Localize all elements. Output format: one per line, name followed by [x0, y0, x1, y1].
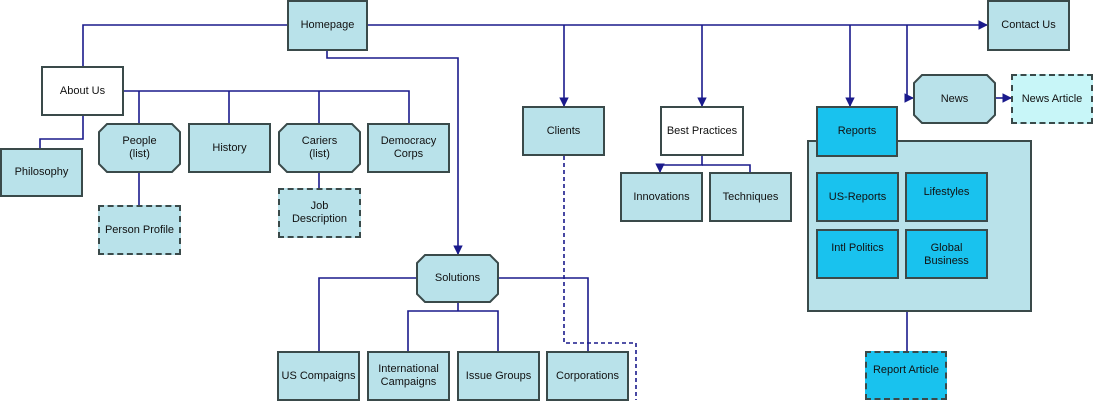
link-clients-dashed	[563, 156, 637, 400]
node-people: People (list)	[98, 123, 181, 173]
link-solutions-corp	[498, 277, 589, 351]
reports-container	[807, 140, 1032, 312]
octagon-shape	[98, 123, 181, 173]
node-people-label: People (list)	[122, 135, 157, 160]
node-clients: Clients	[522, 106, 605, 156]
node-solutions-label: Solutions	[434, 272, 481, 284]
node-news-article: News Article	[1011, 74, 1093, 124]
node-reports-label: Reports	[837, 125, 877, 137]
node-corporations-label: Corporations	[556, 369, 619, 382]
node-report-article-label: Report Article	[872, 364, 940, 376]
link-homepage-about	[82, 24, 287, 66]
node-intl-politics-label: Intl Politics	[831, 242, 884, 254]
node-cariers: Cariers (list)	[278, 123, 361, 173]
node-innovations: Innovations	[620, 172, 703, 222]
node-cariers-label: Cariers (list)	[301, 135, 338, 160]
node-homepage-label: Homepage	[300, 19, 355, 31]
node-person-profile: Person Profile	[98, 205, 181, 255]
node-issue-groups: Issue Groups	[457, 351, 540, 401]
node-democracy-corps-label: Democracy Corps	[380, 135, 437, 160]
node-corporations: Corporations	[546, 351, 629, 401]
node-lifestyles: Lifestyles	[905, 172, 988, 222]
node-us-compaigns: US Compaigns	[277, 351, 360, 401]
node-issue-groups-label: Issue Groups	[465, 369, 532, 382]
link-homepage-solutions	[326, 50, 463, 255]
octagon-shape	[416, 254, 499, 303]
node-homepage: Homepage	[287, 0, 368, 51]
node-clients-label: Clients	[546, 124, 581, 137]
node-techniques-label: Techniques	[722, 190, 779, 203]
node-best-practices-label: Best Practices	[666, 124, 738, 137]
link-homepage-news	[904, 25, 914, 103]
node-philosophy: Philosophy	[0, 148, 83, 197]
node-democracy-corps: Democracy Corps	[367, 123, 450, 173]
node-reports: Reports	[816, 106, 898, 157]
link-solutions-mid	[407, 310, 499, 351]
node-report-article: Report Article	[865, 351, 947, 400]
node-job-description: Job Description	[278, 188, 361, 238]
node-us-reports: US-Reports	[816, 172, 899, 222]
node-philosophy-label: Philosophy	[14, 166, 69, 178]
link-bp-techniques	[702, 164, 751, 172]
node-about-us: About Us	[41, 66, 124, 116]
node-about-us-label: About Us	[59, 84, 106, 97]
link-bp-innovations	[655, 156, 703, 173]
node-person-profile-label: Person Profile	[104, 223, 175, 236]
node-us-compaigns-label: US Compaigns	[281, 369, 356, 382]
link-solutions-us	[318, 277, 417, 351]
node-contact-us: Contact Us	[987, 0, 1070, 51]
node-international-campaigns-label: International Campaigns	[378, 363, 439, 388]
link-about-philosophy	[39, 116, 84, 148]
node-news-label: News	[940, 92, 969, 105]
node-techniques: Techniques	[709, 172, 792, 222]
octagon-shape	[278, 123, 361, 173]
node-job-description-label: Job Description	[291, 200, 348, 225]
node-international-campaigns: International Campaigns	[367, 351, 450, 401]
node-innovations-label: Innovations	[633, 190, 690, 203]
node-intl-politics: Intl Politics	[816, 229, 899, 279]
node-contact-us-label: Contact Us	[1001, 19, 1056, 31]
node-us-reports-label: US-Reports	[828, 190, 887, 203]
node-lifestyles-label: Lifestyles	[923, 186, 970, 198]
node-global-business-label: Global Business	[924, 242, 969, 267]
node-best-practices: Best Practices	[660, 106, 744, 156]
node-history: History	[188, 123, 271, 173]
node-news: News	[913, 74, 996, 124]
link-about-bar	[124, 90, 410, 123]
node-solutions: Solutions	[416, 254, 499, 303]
octagon-shape	[913, 74, 996, 124]
node-history-label: History	[212, 141, 247, 154]
node-news-article-label: News Article	[1021, 92, 1083, 105]
node-global-business: Global Business	[905, 229, 988, 279]
